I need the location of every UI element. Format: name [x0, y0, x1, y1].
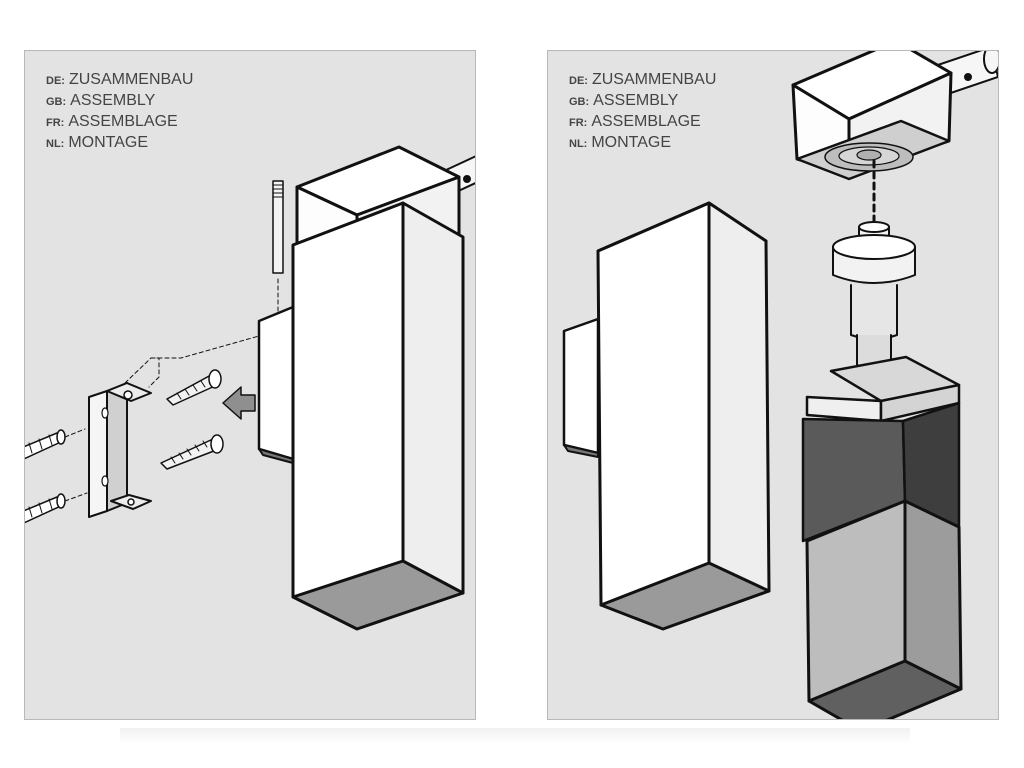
language-labels: DE:ZUSAMMENBAU GB:ASSEMBLY FR:ASSEMBLAGE…: [46, 69, 193, 153]
label-fr: FR:ASSEMBLAGE: [569, 111, 716, 132]
bulb-socket: [832, 221, 916, 369]
lang-code: DE:: [46, 75, 65, 87]
lang-code: NL:: [569, 138, 588, 150]
wall-plug-icon: [25, 428, 86, 460]
lamp-body-front: [291, 201, 405, 601]
mounting-bracket-icon: [88, 382, 152, 518]
screw-icon: [166, 369, 222, 406]
lang-code: GB:: [46, 96, 67, 108]
lang-code: FR:: [569, 117, 588, 129]
left-illustration: [25, 145, 475, 631]
lamp-body-side: [401, 201, 465, 601]
mount-block-bottom: [563, 444, 599, 458]
language-labels: DE:ZUSAMMENBAU GB:ASSEMBLY FR:ASSEMBLAGE…: [569, 69, 716, 153]
lang-code: NL:: [46, 138, 65, 150]
threaded-rod-icon: [272, 180, 284, 274]
label-nl: NL:MONTAGE: [46, 132, 193, 153]
lang-text: ASSEMBLAGE: [591, 113, 701, 130]
lang-text: MONTAGE: [68, 134, 149, 151]
mount-block-front: [257, 305, 295, 461]
mount-block-front: [562, 317, 600, 455]
unit-collar-front: [805, 395, 883, 423]
lang-text: MONTAGE: [591, 134, 672, 151]
wall-plug-icon: [25, 492, 88, 524]
detached-cap: [791, 51, 998, 181]
lamp-body: [257, 145, 475, 631]
panel-cap-assembly: DE:ZUSAMMENBAU GB:ASSEMBLY FR:ASSEMBLAGE…: [547, 50, 999, 720]
dashed-guides: [124, 278, 279, 388]
screw-icon: [160, 434, 224, 470]
lang-code: FR:: [46, 117, 65, 129]
lang-code: GB:: [569, 96, 590, 108]
lamp-body-open: [562, 201, 771, 631]
lang-text: ZUSAMMENBAU: [68, 71, 194, 88]
lang-text: ASSEMBLY: [593, 92, 679, 109]
unit-bottom: [807, 659, 963, 719]
right-illustration: [562, 51, 998, 719]
lamp-body-bottom: [291, 559, 465, 631]
label-gb: GB:ASSEMBLY: [569, 90, 716, 111]
body-side: [707, 201, 771, 599]
lang-text: ASSEMBLAGE: [68, 113, 178, 130]
label-gb: GB:ASSEMBLY: [46, 90, 193, 111]
panel-wall-mounting: DE:ZUSAMMENBAU GB:ASSEMBLY FR:ASSEMBLAGE…: [24, 50, 476, 720]
light-unit: [801, 355, 963, 719]
label-nl: NL:MONTAGE: [569, 132, 716, 153]
lang-text: ASSEMBLY: [70, 92, 156, 109]
body-front: [596, 201, 711, 607]
floor-shadow: [120, 728, 910, 744]
label-fr: FR:ASSEMBLAGE: [46, 111, 193, 132]
push-arrow-icon: [222, 386, 256, 420]
body-bottom: [599, 561, 771, 631]
lang-code: DE:: [569, 75, 588, 87]
label-de: DE:ZUSAMMENBAU: [46, 69, 193, 90]
label-de: DE:ZUSAMMENBAU: [569, 69, 716, 90]
lang-text: ZUSAMMENBAU: [591, 71, 717, 88]
